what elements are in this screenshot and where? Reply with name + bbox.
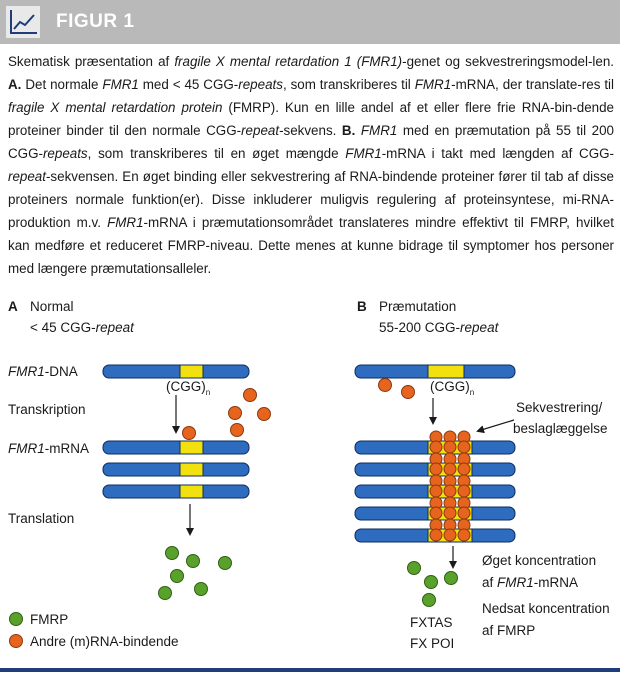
- fmrp-protein: [218, 556, 232, 570]
- rbp-protein: [257, 407, 271, 421]
- increased-mrna-label-1: Øget koncentration: [482, 553, 596, 568]
- panel-a-rbp-proteins: [182, 388, 271, 440]
- sequestered-rbp-protein: [457, 528, 471, 542]
- legend: FMRP Andre (m)RNA-bindende: [9, 612, 179, 649]
- rbp-protein: [182, 426, 196, 440]
- panel-b-title: Præmutation: [379, 299, 456, 314]
- caption-label-b: B.: [341, 123, 356, 138]
- increased-mrna-label-2: af FMR1-mRNA: [482, 575, 578, 590]
- rbp-protein: [378, 378, 392, 392]
- panel-a-dna-strand: [102, 364, 250, 379]
- figure-caption: Skematisk præsentation af fragile X ment…: [8, 54, 615, 276]
- fmrp-protein: [444, 571, 458, 585]
- fmrp-protein: [424, 575, 438, 589]
- panel-a-mrna-strand: [102, 484, 250, 499]
- panel-a-mrna-strand: [102, 462, 250, 477]
- line-chart-icon: [6, 6, 40, 38]
- figure-title: FIGUR 1: [56, 11, 135, 32]
- sequestered-rbp-protein: [457, 440, 471, 454]
- panel-a-letter: A: [8, 299, 18, 314]
- sequestered-rbp-protein: [443, 484, 457, 498]
- sequestered-rbp-protein: [443, 528, 457, 542]
- panel-b-fmrp-proteins: [407, 561, 458, 607]
- sequestration-label-2: beslaglæggelse: [513, 421, 608, 436]
- mrna-row-label: FMR1-mRNA: [8, 441, 89, 456]
- fmrp-protein: [170, 569, 184, 583]
- sequestered-rbp-protein: [443, 462, 457, 476]
- rbp-protein: [243, 388, 257, 402]
- dna-row-label: FMR1-DNA: [8, 364, 78, 379]
- figure-header: FIGUR 1: [0, 0, 620, 44]
- legend-fmrp-label: FMRP: [30, 612, 68, 627]
- panel-b-free-rbp: [378, 378, 415, 399]
- sequestered-rbp-protein: [429, 462, 443, 476]
- fmrp-protein: [422, 593, 436, 607]
- panel-a-mrna-strand: [102, 440, 250, 455]
- panel-b-subtitle: 55-200 CGG-repeat: [379, 320, 500, 335]
- panel-b-mrna-stack: [354, 430, 516, 543]
- sequestered-rbp-protein: [429, 484, 443, 498]
- reduced-fmrp-label-2: af FMRP: [482, 623, 535, 638]
- panel-a-subtitle: < 45 CGG-repeat: [30, 320, 135, 335]
- sequestered-rbp-protein: [429, 440, 443, 454]
- panel-b-letter: B: [357, 299, 367, 314]
- transcription-row-label: Transkription: [8, 402, 86, 417]
- panel-a-fmrp-proteins: [158, 546, 232, 600]
- sequestration-arrow: [476, 419, 515, 434]
- sequestered-rbp-protein: [457, 506, 471, 520]
- sequestered-rbp-protein: [443, 440, 457, 454]
- fmrp-protein: [165, 546, 179, 560]
- sequestered-rbp-protein: [429, 528, 443, 542]
- sequestered-rbp-protein: [457, 462, 471, 476]
- sequestered-rbp-protein: [457, 484, 471, 498]
- reduced-fmrp-label-1: Nedsat koncentration: [482, 601, 610, 616]
- rbp-protein: [401, 385, 415, 399]
- panel-a-cgg-label: (CGG)n: [166, 379, 210, 397]
- caption-label-a: A.: [8, 77, 22, 92]
- panel-a-title: Normal: [30, 299, 74, 314]
- rbp-protein: [228, 406, 242, 420]
- fmrp-protein: [194, 582, 208, 596]
- sequestration-label-1: Sekvestrering/: [516, 400, 603, 415]
- panel-b-cgg-label: (CGG)n: [430, 379, 474, 397]
- legend-fmrp-swatch: [9, 612, 23, 626]
- sequestered-rbp-protein: [429, 506, 443, 520]
- outcome-fxtas: FXTAS: [410, 615, 453, 630]
- rbp-protein: [230, 423, 244, 437]
- sequestered-rbp-protein: [443, 506, 457, 520]
- legend-rbp-label: Andre (m)RNA-bindende: [30, 634, 179, 649]
- bottom-rule: [0, 668, 620, 672]
- panel-b-dna-strand: [354, 364, 516, 379]
- legend-rbp-swatch: [9, 634, 23, 648]
- outcome-fxpoi: FX POI: [410, 636, 454, 651]
- translation-row-label: Translation: [8, 511, 74, 526]
- fmrp-protein: [407, 561, 421, 575]
- fmrp-protein: [186, 554, 200, 568]
- fmrp-protein: [158, 586, 172, 600]
